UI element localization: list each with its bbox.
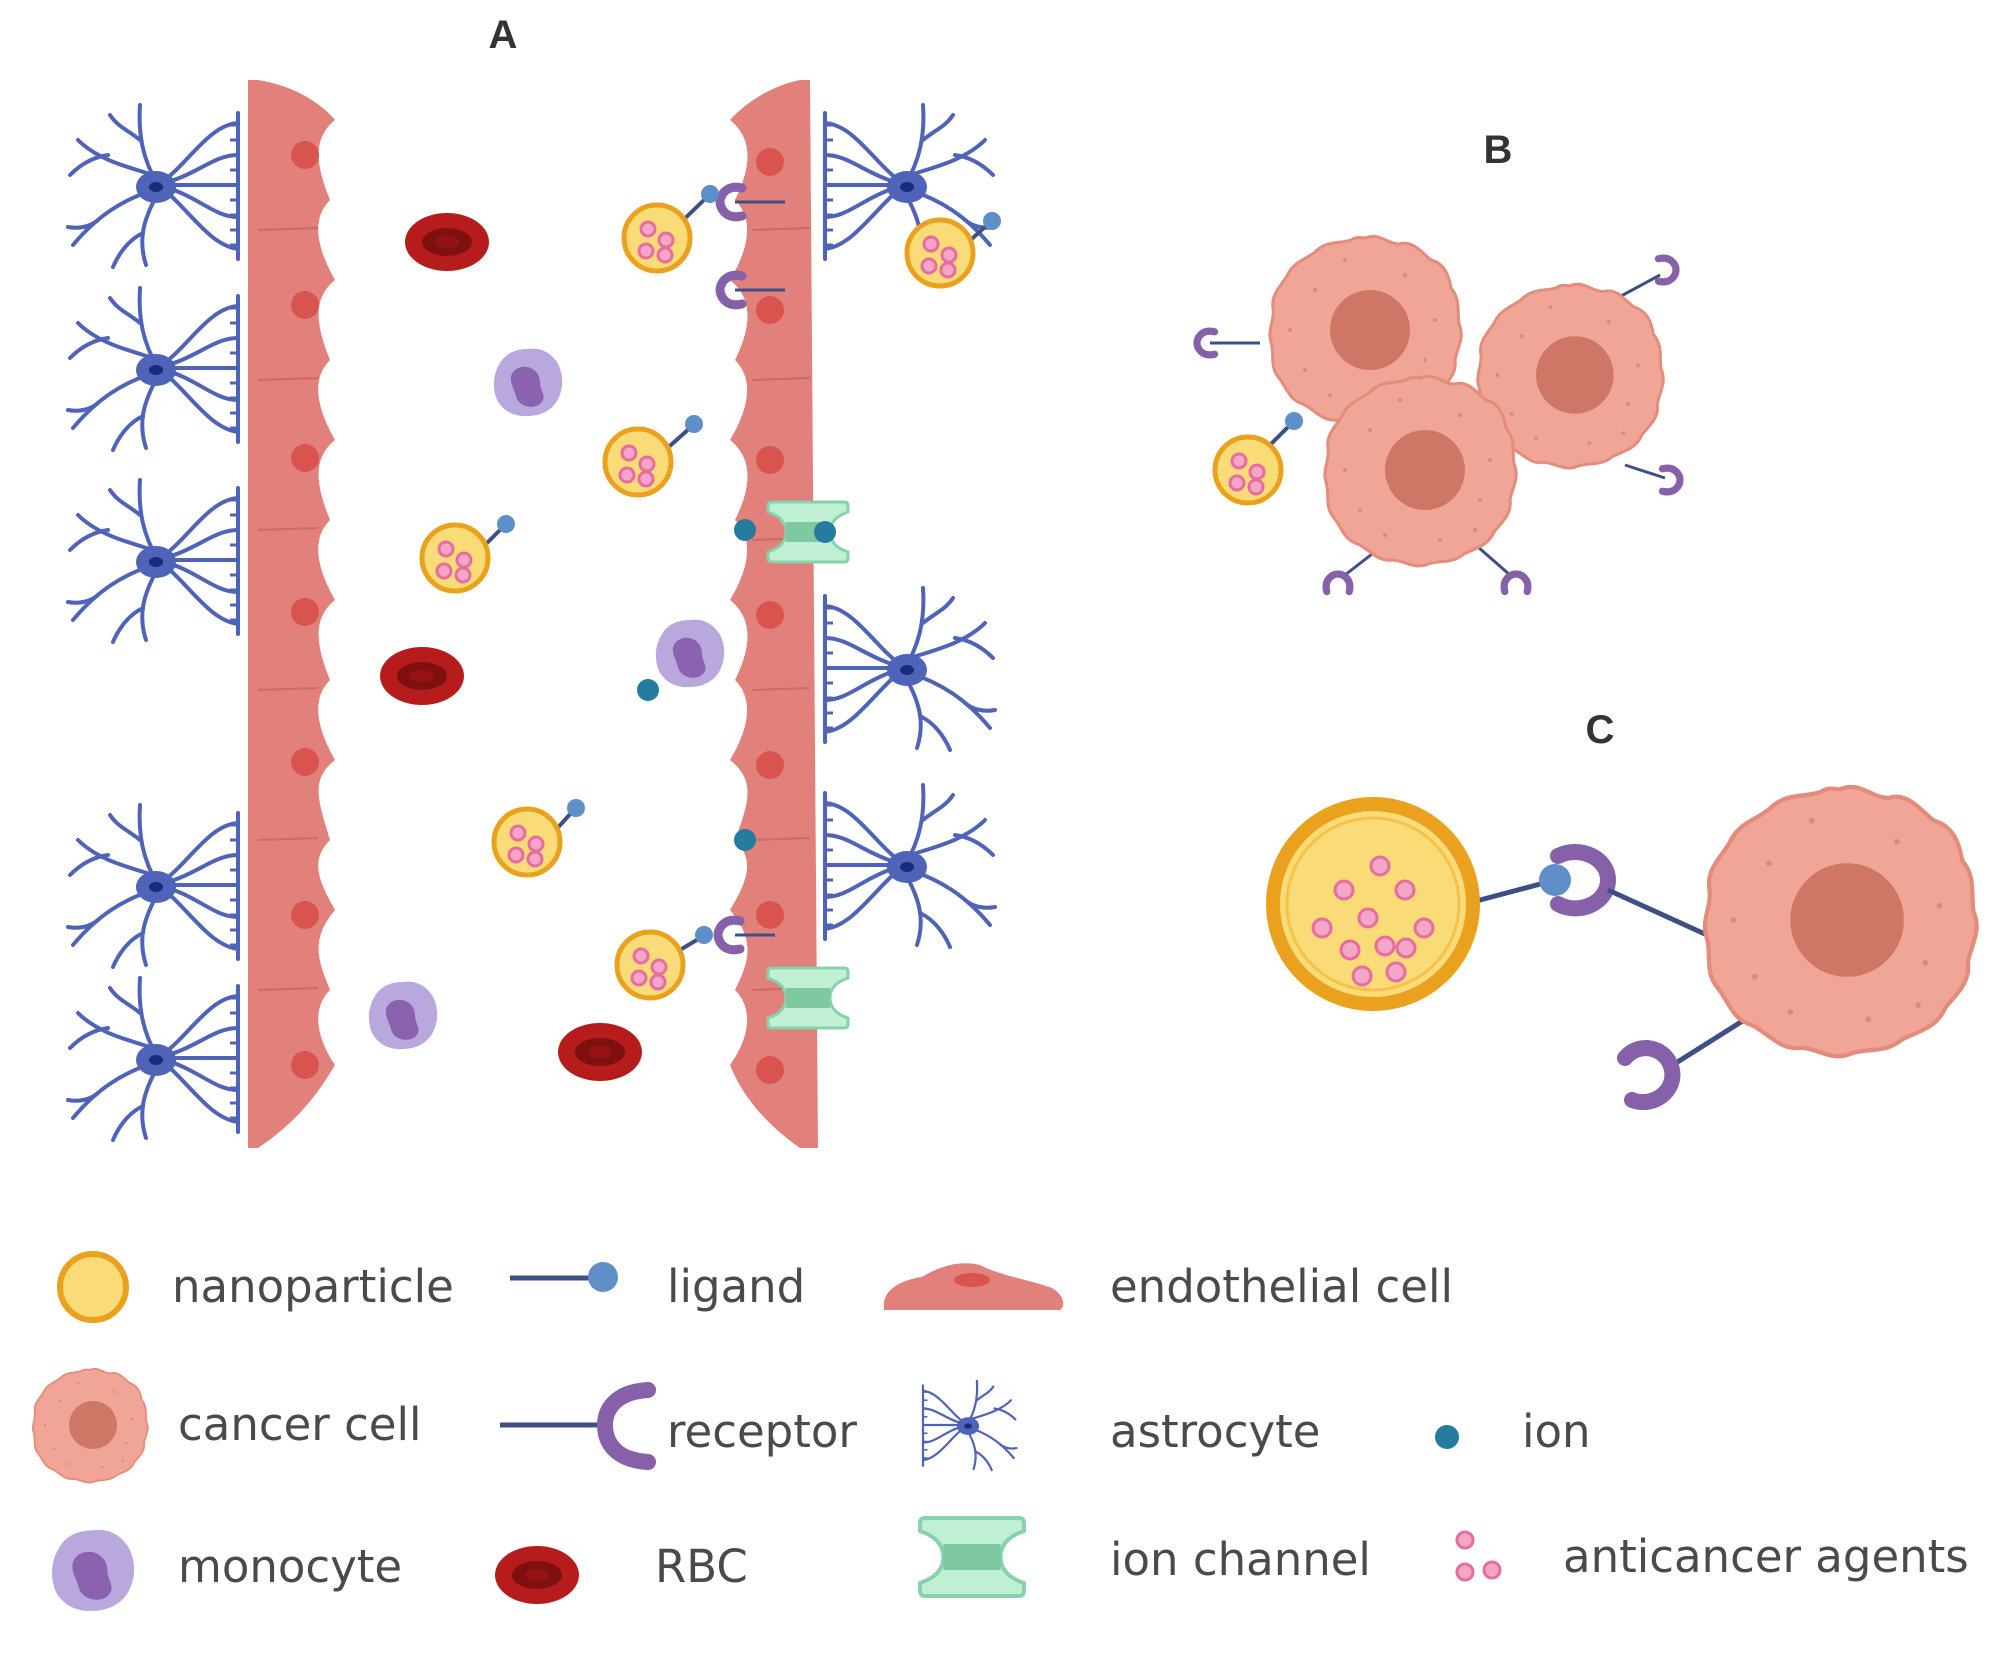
legend: nanoparticle ligand endothelial cell can… [32, 1251, 1969, 1611]
legend-astrocyte-label: astrocyte [1110, 1405, 1320, 1458]
nanoparticles-blood [422, 185, 1001, 998]
legend-rbc-label: RBC [655, 1540, 748, 1593]
monocyte-3 [368, 981, 438, 1050]
astrocyte-left-4 [66, 803, 240, 969]
astrocyte-left-3 [66, 478, 240, 644]
legend-ion-channel-icon [918, 1516, 1026, 1598]
legend-nanoparticle-label: nanoparticle [172, 1260, 454, 1313]
legend-endothelial-cell-icon [884, 1263, 1064, 1310]
rbc-3 [558, 1023, 642, 1081]
monocyte-1 [493, 348, 563, 417]
ion-3 [637, 679, 659, 701]
legend-endothelial-cell-label: endothelial cell [1110, 1260, 1453, 1313]
endothelial-wall-left [248, 80, 335, 1148]
legend-ion-icon [1435, 1425, 1459, 1449]
legend-anticancer-agents-label: anticancer agents [1563, 1530, 1969, 1583]
monocyte-2 [655, 619, 725, 688]
astrocyte-right-3 [823, 783, 997, 949]
legend-cancer-cell-icon [32, 1367, 149, 1484]
targeting-detail [1266, 787, 1977, 1110]
astrocyte-left-5 [66, 976, 240, 1142]
legend-rbc-icon [495, 1546, 579, 1604]
cancer-cluster [1197, 234, 1680, 591]
panel-label-b: B [1484, 128, 1513, 172]
panel-label-c: C [1586, 708, 1615, 752]
astrocyte-left-2 [66, 286, 240, 452]
legend-ion-label: ion [1522, 1405, 1591, 1458]
ion-1 [734, 519, 756, 541]
legend-ion-channel-label: ion channel [1110, 1533, 1371, 1586]
receptors-wall [718, 187, 785, 950]
legend-monocyte-icon [52, 1529, 135, 1611]
panel-label-a: A [489, 13, 518, 57]
legend-nanoparticle-icon [57, 1251, 129, 1323]
legend-monocyte-label: monocyte [178, 1540, 402, 1593]
legend-cancer-cell-label: cancer cell [178, 1398, 422, 1451]
legend-astrocyte-icon [921, 1379, 1018, 1472]
astrocyte-left-1 [66, 103, 240, 269]
legend-receptor-icon [500, 1382, 656, 1470]
ion-4 [734, 829, 756, 851]
rbc-2 [380, 647, 464, 705]
legend-anticancer-agents-icon [1455, 1530, 1502, 1582]
endothelial-wall-right [730, 80, 818, 1148]
ion-in-channel [814, 521, 836, 543]
legend-ligand-icon [510, 1262, 618, 1292]
astrocyte-right-2 [823, 586, 997, 752]
legend-ligand-label: ligand [667, 1260, 805, 1313]
rbc-1 [405, 213, 489, 271]
legend-receptor-label: receptor [667, 1405, 857, 1458]
